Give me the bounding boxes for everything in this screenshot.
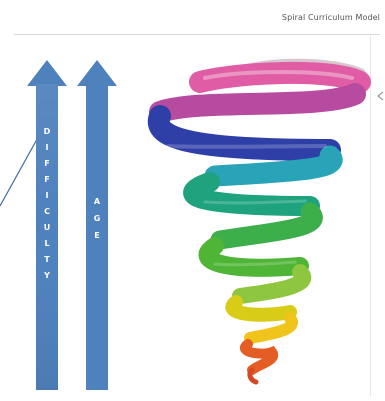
age-arrow — [77, 60, 117, 390]
spiral-coil-6 — [245, 344, 273, 370]
spiral — [159, 65, 360, 382]
connector-line — [0, 132, 41, 206]
difficulty-letter: L — [44, 239, 49, 248]
difficulty-letter: F — [44, 175, 49, 184]
difficulty-letter: I — [46, 191, 49, 200]
spiral-coil-3-front — [220, 212, 313, 240]
difficulty-letter: T — [44, 255, 50, 264]
difficulty-letter: U — [44, 223, 51, 232]
difficulty-letter: Y — [43, 271, 50, 280]
difficulty-letter: I — [46, 143, 49, 152]
spiral-coil-1-front — [160, 94, 355, 112]
difficulty-letter: D — [44, 127, 51, 136]
difficulty-letter: F — [44, 159, 49, 168]
age-letter: E — [94, 231, 99, 240]
difficulty-letter: C — [44, 207, 50, 216]
age-letter: A — [94, 197, 101, 206]
age-letter: G — [94, 214, 101, 223]
pointer-mark — [378, 92, 383, 100]
spiral-coil-5-back — [232, 302, 290, 315]
